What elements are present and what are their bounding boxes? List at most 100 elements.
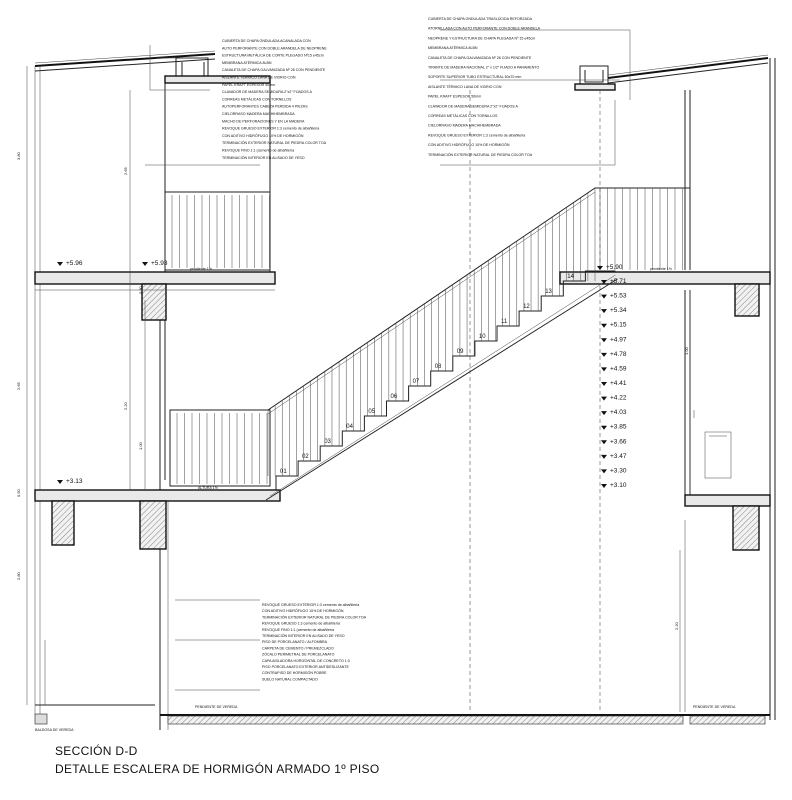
dimension-label: 0.50 (16, 488, 21, 497)
lower-railing (169, 409, 271, 487)
spec-note: CIELORRASO MADERA MACHIHEMBRADA (428, 124, 501, 128)
step-number: 01 (280, 469, 287, 475)
level-arrow (601, 294, 607, 299)
step-number: 10 (479, 334, 486, 340)
dimension-label: 3.80 (16, 151, 21, 160)
level-label: +3.10 (610, 482, 627, 489)
spec-note: PISO PORCELANATO EXTERIOR ANTIDESLIZANTE (262, 665, 350, 669)
pendiente-right-note: PENDIENTE DE VEREDA (693, 705, 736, 709)
level-label: +5.71 (610, 278, 627, 285)
level-arrow (601, 440, 607, 445)
level-arrow (142, 262, 148, 266)
step-number: 09 (457, 349, 464, 355)
pendiente-left-note: PENDIENTE DE VEREDA (195, 705, 238, 709)
step-number: 12 (523, 304, 530, 310)
spec-note: PAPEL KRAFT ESPESOR 50mm (428, 95, 481, 99)
spec-note: AUTOPERFORANTES CABEZA PERDIDA 4 PIEZAS (222, 105, 308, 109)
step-number: 11 (501, 319, 508, 325)
level-arrow (601, 411, 607, 416)
spec-note: CARPETA DE CEMENTO / PREMEZCLADO (262, 646, 334, 650)
level-arrow (601, 425, 607, 430)
spec-note: MACHO DE PERFORACIONES Y EN LA MADERA (222, 119, 305, 123)
step-number: 07 (413, 379, 420, 385)
level-label: +3.85 (610, 424, 627, 431)
leader-lines (44, 29, 631, 705)
step-number: 02 (302, 454, 309, 460)
level-arrow (601, 323, 607, 328)
dimension-label: 0.30 (138, 285, 143, 294)
base-notes: REVOQUE GRUESO EXTERIOR 1:3 cemento de a… (262, 603, 367, 681)
spec-note: SOPORTE SUPERIOR TUBO ESTRUCTURAL 50x70 … (428, 75, 521, 79)
level-label: +4.78 (610, 351, 627, 358)
roof-left (34, 50, 271, 84)
baldosa-note: BALDOSA DE VEREDA (35, 728, 74, 732)
spec-note: MEMBRANA ATÉRMICA 8LBN (222, 60, 272, 65)
spec-note: AISLANTE TÉRMICO LANA DE VIDRIO CON (222, 75, 296, 80)
level-label: +4.97 (610, 336, 627, 343)
spec-note: TERMINACIÓN INTERIOR EN ALISADO DE YESO (262, 633, 345, 638)
drawing-subtitle: DETALLE ESCALERA DE HORMIGÓN ARMADO 1º P… (55, 762, 380, 776)
spec-note: CANALETA DE CHAPA GALVANIZADA Nº 26 CON … (222, 68, 326, 72)
spec-note: REVOQUE GRUESO 1:3 cemento de albañilerí… (262, 622, 340, 626)
ground (34, 704, 770, 725)
level-arrow (601, 352, 607, 357)
level-arrow (601, 367, 607, 372)
dimension-label: 2.65 (123, 166, 128, 175)
roof-notes-left: CUBIERTA DE CHAPA ONDULADA ACANALADA CON… (222, 39, 327, 160)
level-label: +5.93 (151, 260, 168, 267)
dimension-label: 2.65 (16, 381, 21, 390)
spec-note: SUELO NATURAL COMPACTADO (262, 677, 318, 681)
level-arrow (601, 309, 607, 314)
stair-handrail (267, 187, 690, 411)
spec-note: CANALETA DE CHAPA GALVANIZADA Nº 26 CON … (428, 56, 532, 60)
level-label: +3.30 (610, 467, 627, 474)
level-arrow (601, 484, 607, 488)
spec-note: CONTRAPISO DE HORMIGÓN POBRE (262, 670, 327, 675)
level-arrow (601, 396, 607, 401)
drawing-title: SECCIÓN D-D (55, 744, 138, 758)
spec-note: CON ADITIVO HIDRÓFUGO 10% DE HORMIGÓN (428, 142, 510, 147)
spec-note: ATORNILLADA CON AUTO PERFORANTE CON DOBL… (428, 27, 541, 31)
step-number: 03 (324, 439, 331, 445)
spec-note: NEOPRENE Y ESTRUCTURA DE CHAPA PLEGADA N… (428, 36, 535, 40)
level-arrow (601, 469, 607, 474)
spec-note: CUBIERTA DE CHAPA ONDULADA TRASLÚCIDA RE… (428, 16, 533, 21)
dimensions: 3.802.652.800.502.650.302.201.001.002.20 (16, 66, 691, 712)
spec-note: AISLANTE TÉRMICO LANA DE VIDRIO CON (428, 84, 502, 89)
dimension-label: 2.20 (674, 621, 679, 630)
step-number: 05 (368, 409, 375, 415)
spec-note: AUTO PERFORANTE CON DOBLE ARANDELA DE NE… (222, 46, 327, 50)
roof-right (574, 54, 769, 91)
spec-note: TERMINACIÓN INTERIOR EN ALISADO DE YESO (222, 155, 305, 160)
spec-note: CLAVADOR DE MADERA SEMIDURA 2"x2" FIJADO… (222, 90, 312, 94)
upper-railing (164, 191, 271, 271)
step-number: 06 (391, 394, 398, 400)
spec-note: PISO DE PORCELANATO / ALFOMBRA (262, 640, 328, 644)
spec-note: CUBIERTA DE CHAPA ONDULADA ACANALADA CON (222, 39, 311, 43)
spec-note: ZÓCALO PERIMETRAL DE PORCELANATO (262, 652, 335, 657)
spec-note: TERMINACIÓN EXTERIOR NATURAL DE PIEDRA C… (222, 140, 327, 145)
level-label: +4.22 (610, 395, 627, 402)
spec-note: REVOQUE FINO 1:1 (cemento de albañilería (262, 628, 334, 632)
level-label: +5.96 (66, 260, 83, 267)
dimension-label: 2.20 (123, 401, 128, 410)
level-arrow (597, 266, 603, 270)
upper-floor-slab (34, 271, 771, 321)
spec-note: REVOQUE GRUESO EXTERIOR 1:3 cemento de a… (428, 133, 525, 137)
dimension-label: 2.80 (16, 571, 21, 580)
level-label: +5.34 (610, 307, 627, 314)
spec-note: TERMINACIÓN EXTERIOR NATURAL DE PIEDRA C… (428, 152, 533, 157)
step-number: 14 (567, 274, 574, 280)
dimension-label: 1.00 (684, 346, 689, 355)
spec-note: MEMBRANA ATÉRMICA 8LBN (428, 45, 478, 50)
level-label: +5.53 (610, 293, 627, 300)
floor-right-note: pendiente 1% (650, 267, 673, 271)
spec-note: REVOQUE GRUESO EXTERIOR 1:3 cemento de a… (222, 127, 319, 131)
spec-note: CAPA AISLADORA HORIZONTAL DE CONCRETO 1:… (262, 659, 350, 663)
level-label: +3.13 (66, 478, 83, 485)
spec-note: REVOQUE FINO 1:1 (cemento de albañilería (222, 149, 294, 153)
level-arrow (57, 262, 63, 266)
spec-note: CORREAS METÁLICAS CON TORNILLOS (222, 97, 292, 101)
